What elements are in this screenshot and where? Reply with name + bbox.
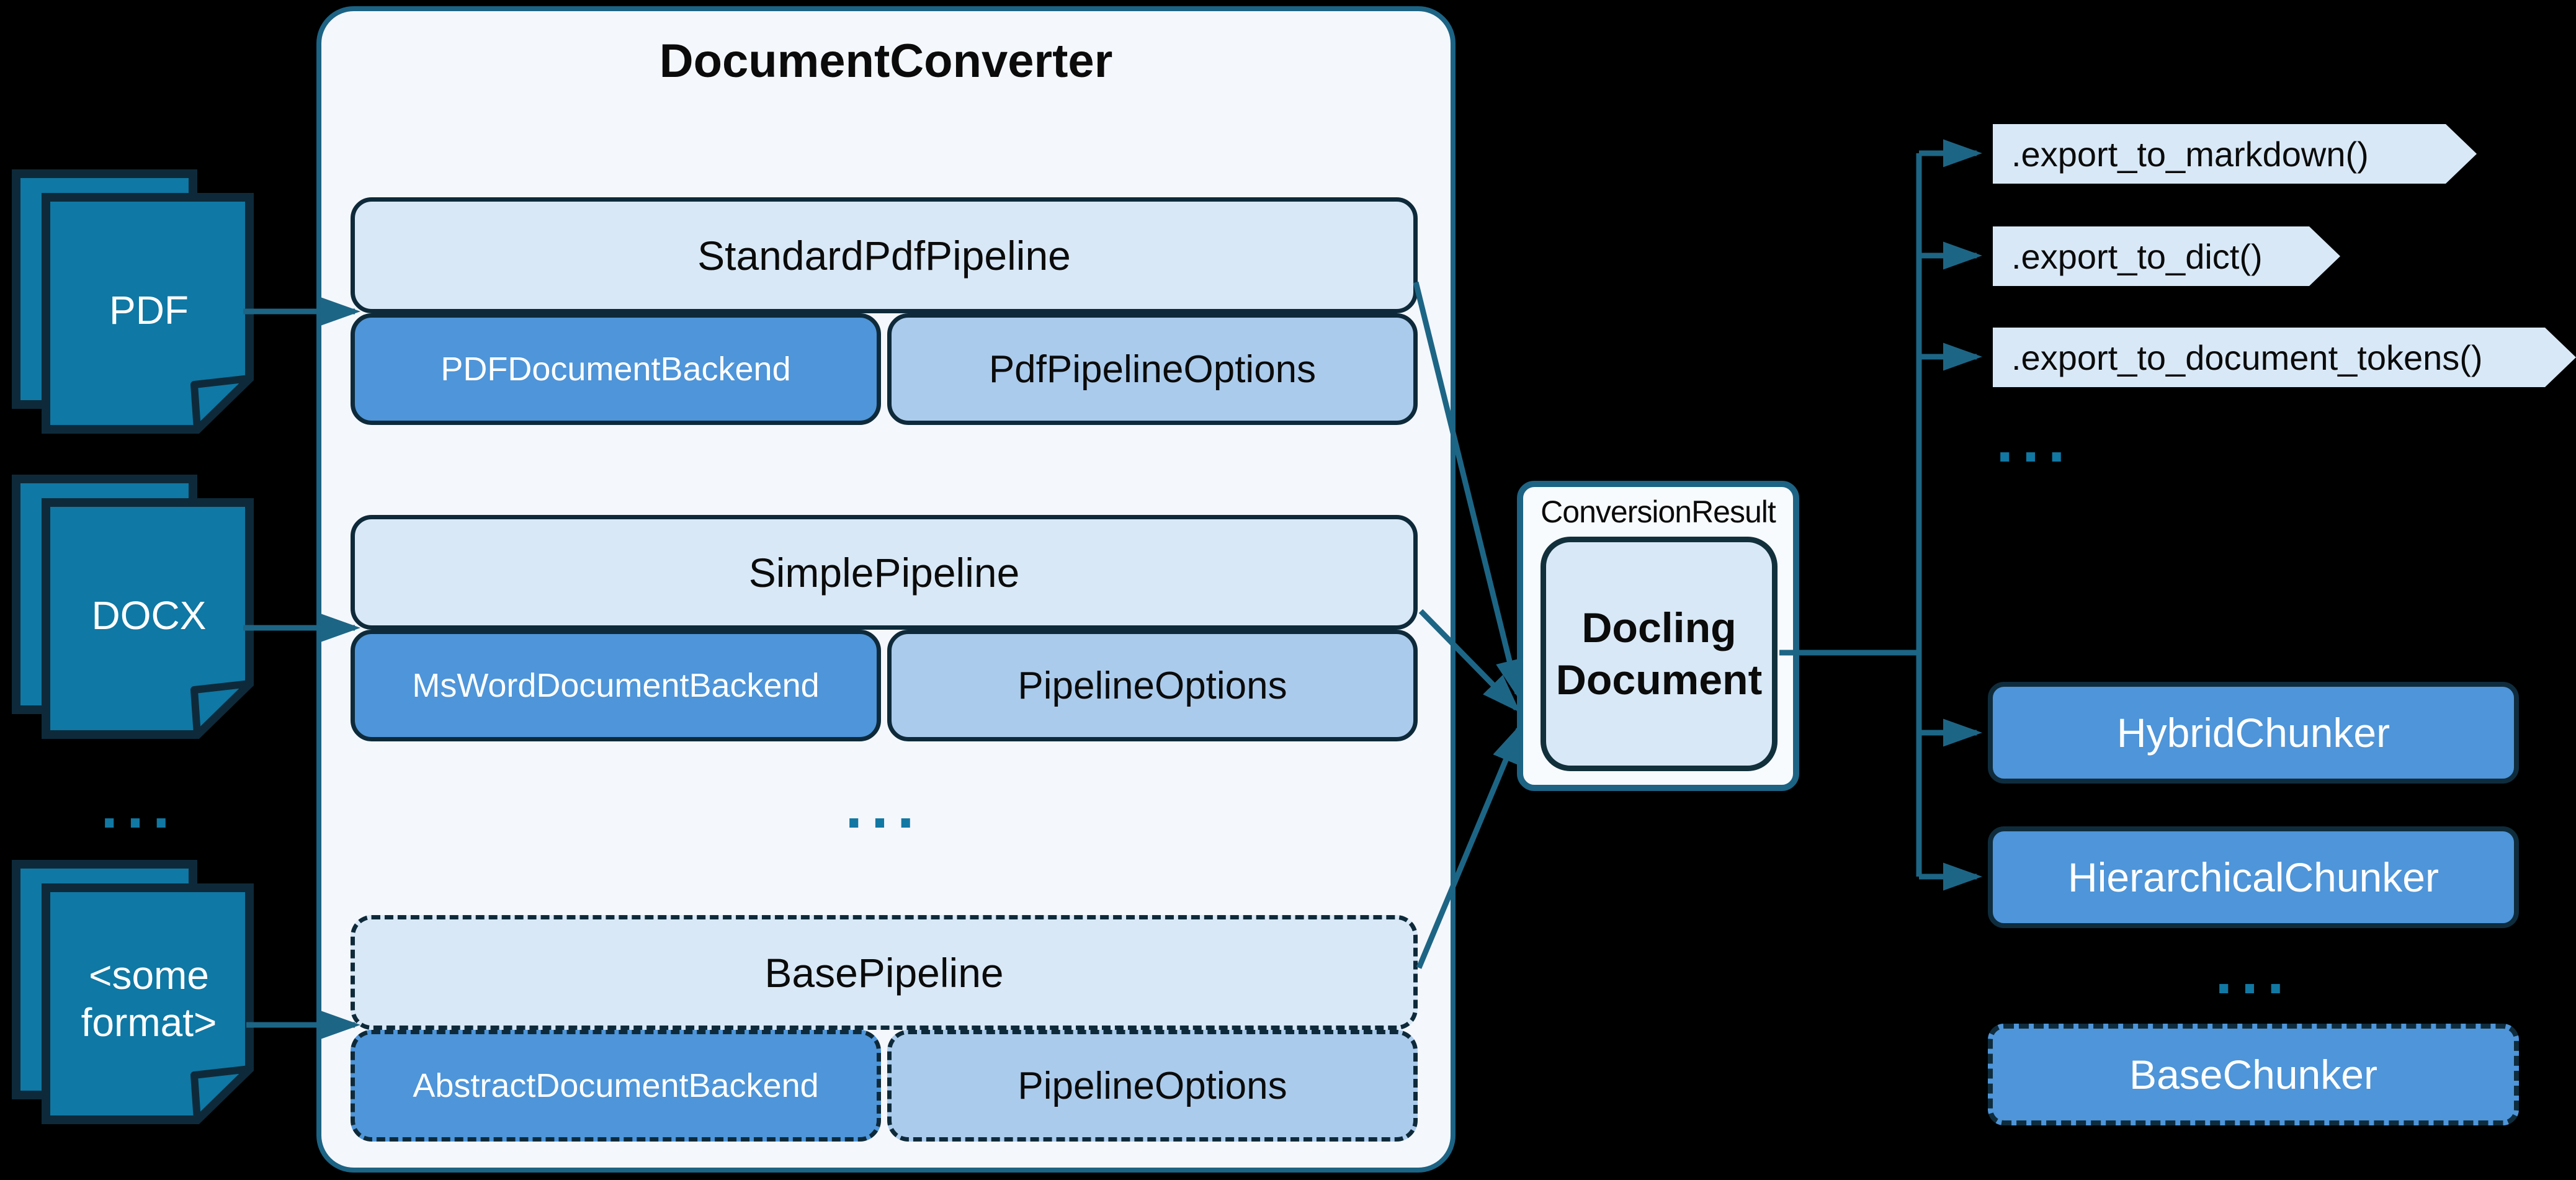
hybrid-chunker-box: HybridChunker: [1988, 682, 2519, 784]
conversion-result-label: ConversionResult: [1541, 494, 1776, 529]
pipeline-box: SimplePipeline: [351, 515, 1418, 630]
input-label-some-format-line1: <some: [89, 953, 209, 998]
options-box: PdfPipelineOptions: [887, 313, 1418, 425]
pipeline-box: StandardPdfPipeline: [351, 197, 1418, 313]
input-label-docx: DOCX: [91, 593, 207, 638]
backend-box: MsWordDocumentBackend: [351, 630, 881, 741]
exports-ellipsis: ...: [1996, 406, 2074, 475]
inputs-ellipsis: ...: [101, 772, 179, 841]
backend-box: AbstractDocumentBackend: [351, 1030, 881, 1142]
options-box: PipelineOptions: [887, 630, 1418, 741]
pipeline-box: BasePipeline: [351, 915, 1418, 1030]
hierarchical-chunker-box: HierarchicalChunker: [1988, 826, 2519, 928]
document-converter-title: DocumentConverter: [659, 34, 1113, 87]
export-tag: .export_to_dict(): [1993, 226, 2340, 286]
docling-document-box: Docling Document: [1541, 537, 1778, 771]
chunkers-ellipsis: ...: [2215, 937, 2293, 1007]
converter-ellipsis: ...: [845, 772, 923, 841]
base-chunker-box: BaseChunker: [1988, 1024, 2519, 1125]
export-tag: .export_to_document_tokens(): [1993, 328, 2576, 387]
docling-document-line2: Document: [1555, 656, 1763, 704]
input-label-some-format-line2: format>: [81, 1000, 217, 1045]
backend-box: PDFDocumentBackend: [351, 313, 881, 425]
input-label-some-format: <some format>: [56, 912, 242, 1086]
export-tag: .export_to_markdown(): [1993, 124, 2477, 184]
options-box: PipelineOptions: [887, 1030, 1418, 1142]
docling-document-line1: Docling: [1581, 604, 1737, 651]
input-label-pdf: PDF: [109, 288, 189, 333]
